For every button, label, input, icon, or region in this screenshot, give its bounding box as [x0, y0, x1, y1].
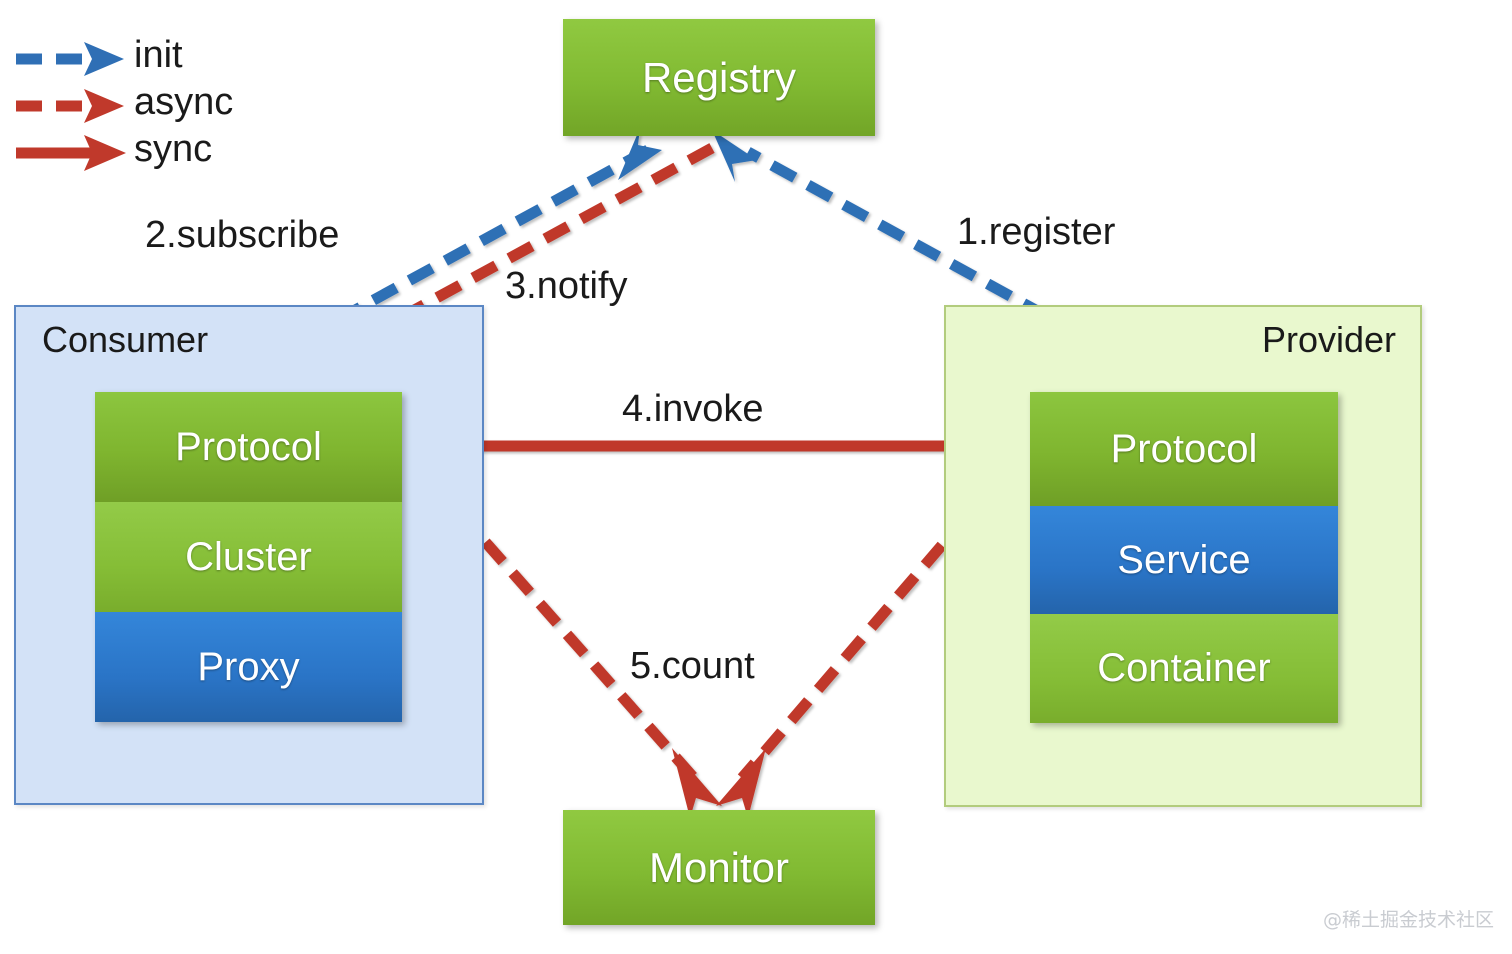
registry-label: Registry — [641, 53, 797, 101]
watermark: @稀土掘金技术社区 — [1322, 909, 1494, 931]
legend-item-async: async — [12, 81, 312, 129]
provider-layer-protocol[interactable]: Protocol — [1030, 392, 1338, 506]
legend-label-sync: sync — [134, 128, 213, 170]
registry-node[interactable]: Registry — [563, 19, 875, 136]
solid-red-arrow-icon — [16, 135, 126, 171]
legend: init async sync — [12, 14, 312, 174]
consumer-stack: Protocol Cluster Proxy — [95, 392, 402, 722]
dashed-blue-arrow-icon — [16, 42, 124, 76]
flow-label-invoke: 4.invoke — [622, 388, 764, 430]
consumer-layer-cluster[interactable]: Cluster — [95, 502, 402, 612]
consumer-layer-proxy-label: Proxy — [197, 644, 300, 689]
provider-layer-container-label: Container — [1097, 646, 1271, 690]
consumer-layer-proxy[interactable]: Proxy — [95, 612, 402, 722]
consumer-layer-cluster-label: Cluster — [185, 534, 312, 579]
monitor-node[interactable]: Monitor — [563, 810, 875, 925]
legend-item-sync: sync — [12, 128, 312, 176]
flow-label-subscribe: 2.subscribe — [145, 214, 340, 256]
provider-layer-protocol-label: Protocol — [1110, 426, 1258, 471]
provider-stack: Protocol Service Container — [1030, 392, 1338, 723]
consumer-layer-protocol[interactable]: Protocol — [95, 392, 402, 502]
provider-layer-container[interactable]: Container — [1030, 614, 1338, 723]
monitor-label: Monitor — [648, 843, 790, 891]
provider-title: Provider — [1261, 319, 1396, 360]
consumer-title: Consumer — [42, 319, 209, 360]
legend-label-async: async — [134, 81, 234, 123]
flow-label-count: 5.count — [630, 645, 755, 687]
legend-label-init: init — [134, 34, 183, 76]
flow-label-notify: 3.notify — [505, 265, 628, 307]
provider-layer-service[interactable]: Service — [1030, 506, 1338, 614]
consumer-layer-protocol-label: Protocol — [175, 424, 322, 469]
legend-item-init: init — [12, 34, 312, 82]
flow-label-register: 1.register — [957, 211, 1116, 253]
provider-layer-service-label: Service — [1117, 537, 1251, 582]
dashed-red-arrow-icon — [16, 89, 124, 123]
